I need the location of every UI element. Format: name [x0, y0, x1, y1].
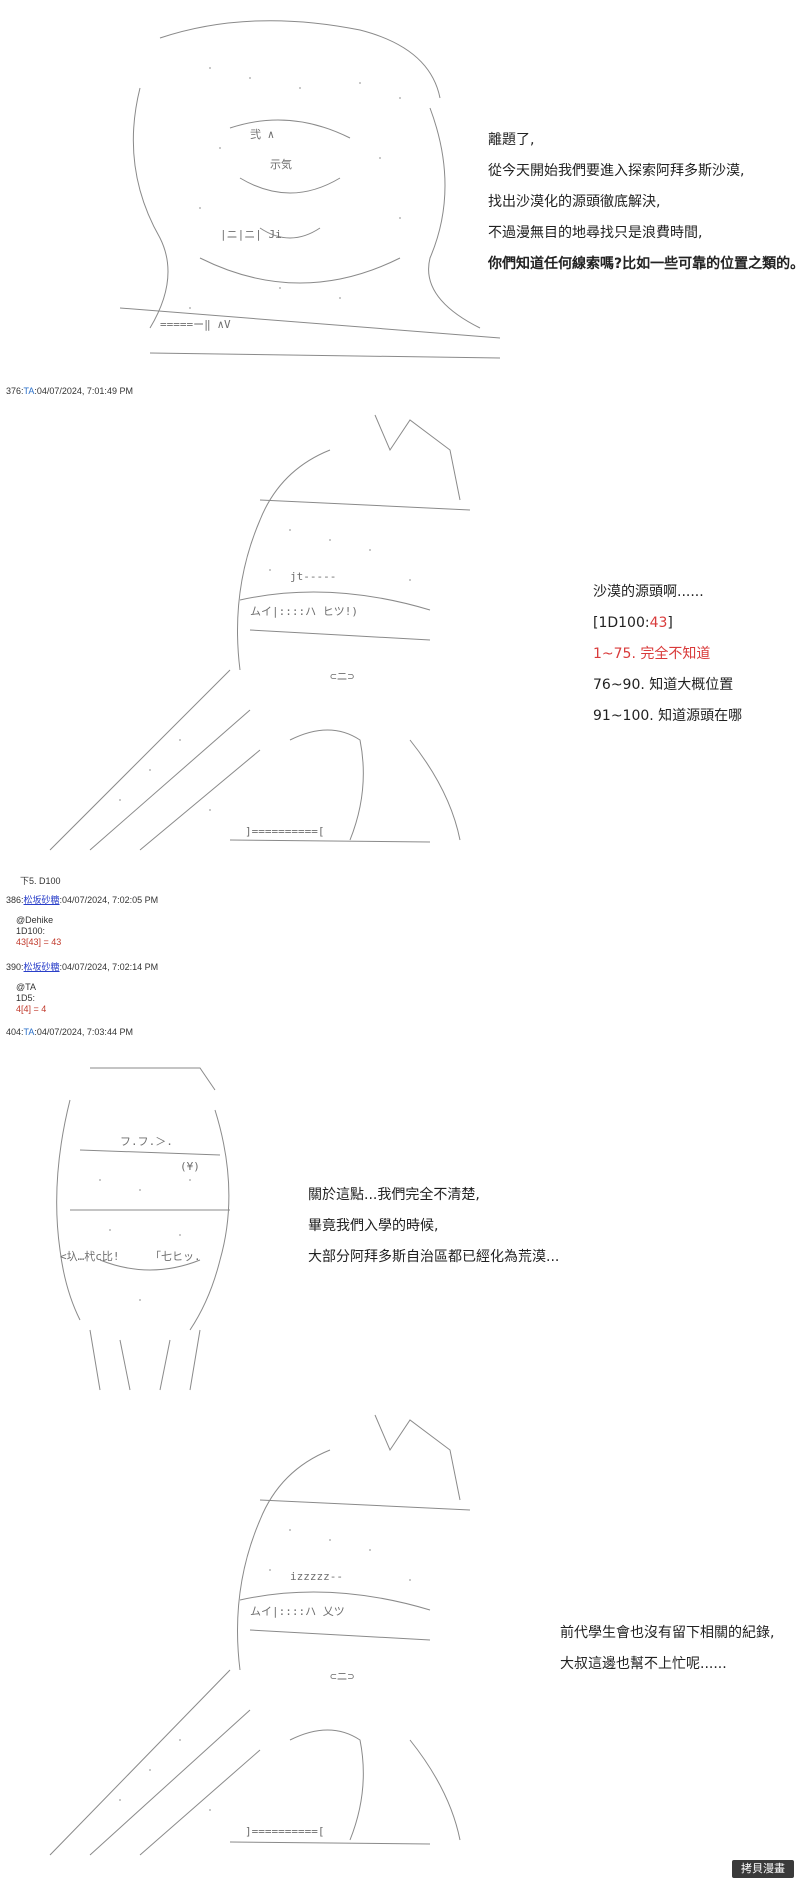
panel2-dialogue: 沙漠的源頭啊...... [1D100:43] 1~75. 完全不知道 76~9…: [593, 577, 742, 732]
dice-result-total: = 43: [41, 937, 62, 947]
mention[interactable]: @TA: [16, 982, 36, 992]
dice-result-386: @Dehike 1D100: 43[43] = 43: [16, 915, 61, 948]
dialogue-line: 離題了,: [488, 132, 535, 148]
dialogue-line: 前代學生會也沒有留下相關的紀錄,: [560, 1625, 775, 1641]
post-timestamp: :04/07/2024, 7:02:14 PM: [59, 962, 159, 972]
post-number: 376:: [6, 386, 24, 396]
post-timestamp: :04/07/2024, 7:02:05 PM: [59, 895, 159, 905]
roll-instruction-note: 下5. D100: [20, 876, 61, 886]
dice-option-1: 1~75. 完全不知道: [593, 646, 711, 662]
svg-text:jt-----: jt-----: [290, 570, 336, 583]
post-header-386: 386:松坂砂糖:04/07/2024, 7:02:05 PM: [6, 893, 158, 906]
dialogue-line: 關於這點...我們完全不清楚,: [308, 1187, 480, 1203]
post-timestamp: :04/07/2024, 7:03:44 PM: [34, 1027, 133, 1037]
post-author[interactable]: TA: [23, 1027, 35, 1037]
dice-roll-value: 43: [649, 615, 668, 631]
ascii-art-figure-1: 弐 ∧ 示気 |ニ|ニ| Ji =====ー‖ ∧V: [100, 8, 520, 370]
svg-text:ムイ|::::ハ 乂ツ: ムイ|::::ハ 乂ツ: [250, 1605, 345, 1618]
dice-option-2: 76~90. 知道大概位置: [593, 677, 734, 693]
svg-text:⊂ニ⊃: ⊂ニ⊃: [330, 1670, 355, 1683]
dialogue-line: 大叔這邊也幫不上忙呢......: [560, 1656, 727, 1672]
dialogue-line: 畢竟我們入學的時候,: [308, 1218, 439, 1234]
ascii-art-figure-4: izzzzz-- ムイ|::::ハ 乂ツ ⊂ニ⊃ ]==========[: [30, 1410, 510, 1870]
post-author[interactable]: 松坂砂糖: [23, 962, 60, 972]
svg-text:ムイ|::::ハ ヒツ!): ムイ|::::ハ ヒツ!): [250, 605, 358, 618]
ascii-art-figure-2: jt----- ムイ|::::ハ ヒツ!) ⊂ニ⊃ ]==========[: [30, 410, 500, 865]
panel1-dialogue: 離題了, 從今天開始我們要進入探索阿拜多斯沙漠, 找出沙漠化的源頭徹底解決, 不…: [488, 125, 800, 280]
svg-text:|ニ|ニ| Ji: |ニ|ニ| Ji: [220, 228, 282, 241]
post-header-376: 376:TA:04/07/2024, 7:01:49 PM: [6, 386, 133, 396]
dice-result-value: 4[4]: [16, 1004, 32, 1014]
svg-text:フ.フ.＞.: フ.フ.＞.: [120, 1135, 173, 1148]
dialogue-line: 從今天開始我們要進入探索阿拜多斯沙漠,: [488, 163, 745, 179]
post-header-404: 404:TA:04/07/2024, 7:03:44 PM: [6, 1027, 133, 1037]
site-watermark: 拷貝漫畫: [732, 1860, 794, 1878]
dice-roll-suffix: ]: [667, 615, 673, 631]
dialogue-line: 找出沙漠化的源頭徹底解決,: [488, 194, 661, 210]
svg-text:=====ー‖ ∧V: =====ー‖ ∧V: [160, 318, 231, 331]
dice-result-total: = 4: [31, 1004, 47, 1014]
post-author[interactable]: TA: [23, 386, 35, 396]
dice-result: 43[43] = 43: [16, 937, 61, 948]
post-number: 386:: [6, 895, 24, 905]
post-number: 404:: [6, 1027, 24, 1037]
dice-formula: 1D100:: [16, 926, 46, 936]
svg-text:izzzzz--: izzzzz--: [290, 1570, 343, 1583]
dice-result-value: 43[43]: [16, 937, 42, 947]
dice-result-390: @TA 1D5: 4[4] = 4: [16, 982, 46, 1015]
panel4-dialogue: 前代學生會也沒有留下相關的紀錄, 大叔這邊也幫不上忙呢......: [560, 1618, 774, 1680]
mention[interactable]: @Dehike: [16, 915, 54, 925]
svg-text:示気: 示気: [270, 157, 292, 171]
dice-result: 4[4] = 4: [16, 1004, 46, 1015]
dice-option-3: 91~100. 知道源頭在哪: [593, 708, 743, 724]
dice-formula: 1D5:: [16, 993, 36, 1003]
post-author[interactable]: 松坂砂糖: [23, 895, 60, 905]
svg-text:(¥): (¥): [180, 1160, 200, 1173]
svg-text:<圦…杙c比!: <圦…杙c比!: [60, 1249, 120, 1263]
svg-text:⊂ニ⊃: ⊂ニ⊃: [330, 670, 355, 683]
svg-text:弐 ∧: 弐 ∧: [250, 128, 274, 141]
dialogue-line: 你們知道任何線索嗎?比如一些可靠的位置之類的。: [488, 256, 800, 272]
post-timestamp: :04/07/2024, 7:01:49 PM: [34, 386, 133, 396]
dice-roll-prefix: [1D100:: [593, 615, 650, 631]
svg-text:「七ヒッ.: 「七ヒッ.: [150, 1250, 201, 1263]
panel3-dialogue: 關於這點...我們完全不清楚, 畢竟我們入學的時候, 大部分阿拜多斯自治區都已經…: [308, 1180, 559, 1273]
post-header-390: 390:松坂砂糖:04/07/2024, 7:02:14 PM: [6, 960, 158, 973]
svg-text:]==========[: ]==========[: [245, 825, 324, 838]
post-number: 390:: [6, 962, 24, 972]
svg-text:]==========[: ]==========[: [245, 1825, 324, 1838]
dice-roll-line: [1D100:43]: [593, 608, 742, 639]
dialogue-line: 大部分阿拜多斯自治區都已經化為荒漠...: [308, 1249, 560, 1265]
ascii-art-figure-3: フ.フ.＞. (¥) <圦…杙c比! 「七ヒッ.: [40, 1060, 260, 1400]
dialogue-line: 沙漠的源頭啊......: [593, 584, 704, 600]
dialogue-line: 不過漫無目的地尋找只是浪費時間,: [488, 225, 703, 241]
